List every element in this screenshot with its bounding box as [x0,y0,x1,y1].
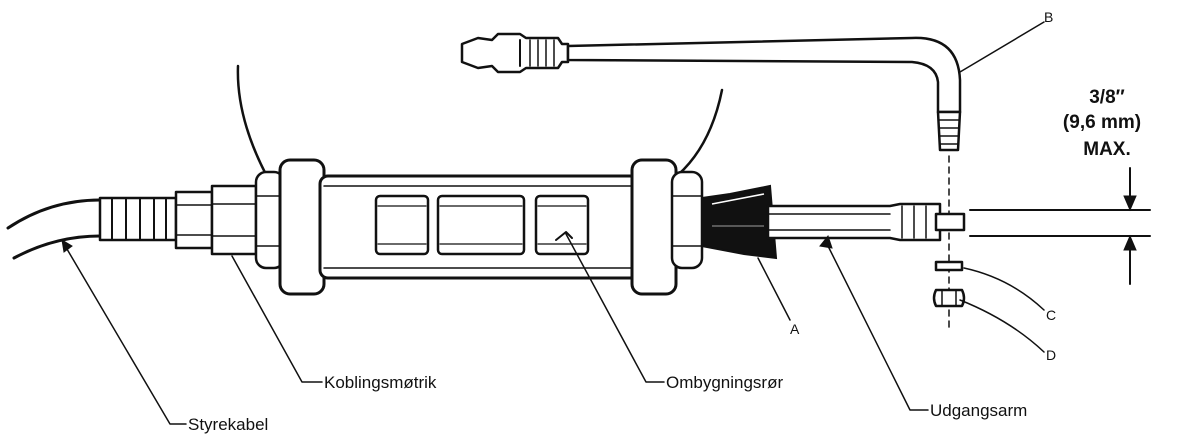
label-c: C [1046,307,1056,323]
washer-part [934,260,964,272]
label-d: D [1046,347,1056,363]
dimension-metric: (9,6 mm) [1063,112,1141,133]
dimension-qualifier: MAX. [1083,139,1131,160]
label-a: A [790,321,800,337]
label-ombygningsror: Ombygningsrør [666,373,783,392]
leader-lines [63,21,1045,425]
bent-arm-part [460,32,962,331]
dimension-imperial: 3/8″ [1089,87,1125,108]
control-cable [6,184,258,260]
dimension-marker [969,167,1151,285]
label-koblingsmotrik: Koblingsmøtrik [324,373,437,392]
label-udgangsarm: Udgangsarm [930,401,1027,420]
nut-part [932,288,966,308]
rubber-boot [701,184,778,260]
label-styrekabel: Styrekabel [188,415,268,434]
leader-arrowheads [61,234,833,253]
label-b: B [1044,9,1053,25]
conversion-tube [236,64,724,296]
output-arm-rod [766,202,966,242]
